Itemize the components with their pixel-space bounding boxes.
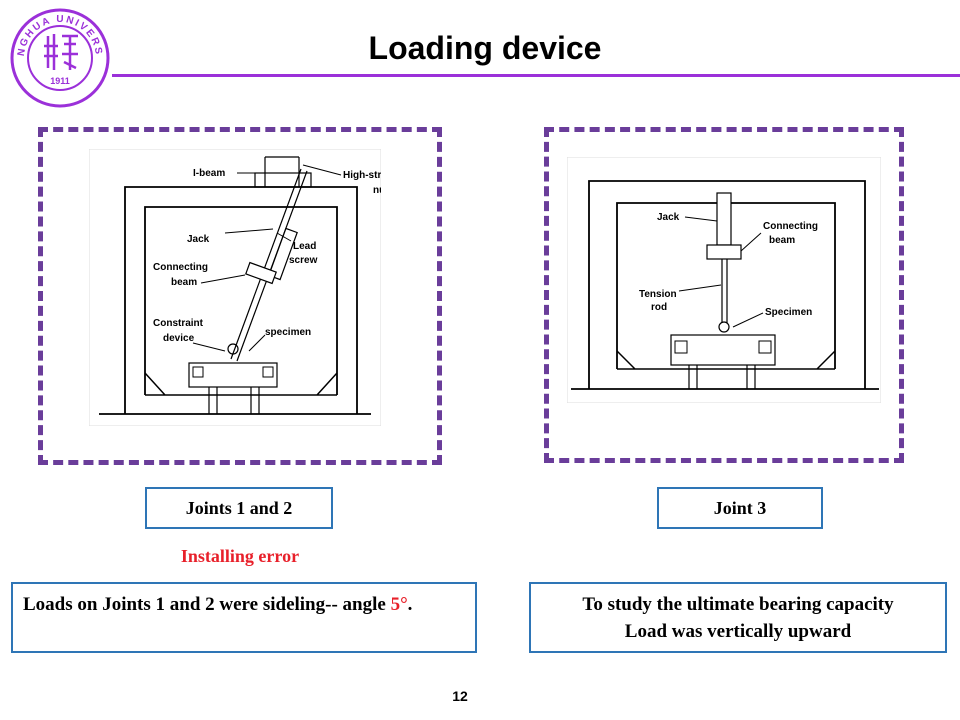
caption-joint-3: Joint 3 — [657, 487, 823, 529]
right-note-box: To study the ultimate bearing capacity L… — [529, 582, 947, 653]
tsinghua-logo: TSINGHUA UNIVERSITY 1911 — [8, 6, 110, 108]
left-note-box: Loads on Joints 1 and 2 were sideling-- … — [11, 582, 477, 653]
title-underline — [112, 74, 960, 77]
svg-text:beam: beam — [171, 277, 197, 288]
svg-text:Constraint: Constraint — [153, 318, 204, 329]
installing-error-label: Installing error — [180, 546, 300, 566]
svg-text:nut: nut — [373, 185, 381, 196]
svg-text:High-strength: High-strength — [343, 170, 381, 181]
loading-device-joint-3-diagram: Jack Connecting beam Tension rod Specime… — [567, 157, 881, 403]
svg-text:Specimen: Specimen — [765, 307, 812, 318]
left-note-period: . — [407, 594, 413, 615]
svg-text:1911: 1911 — [50, 76, 70, 86]
left-figure-frame — [38, 127, 442, 465]
right-note-line-1: To study the ultimate bearing capacity — [582, 594, 894, 615]
svg-text:Connecting: Connecting — [763, 221, 818, 232]
svg-text:Connecting: Connecting — [153, 262, 208, 273]
svg-text:I-beam: I-beam — [193, 168, 225, 179]
caption-joints-1-2: Joints 1 and 2 — [145, 487, 333, 529]
svg-text:specimen: specimen — [265, 327, 311, 338]
svg-text:Lead: Lead — [293, 241, 316, 252]
svg-text:beam: beam — [769, 235, 795, 246]
loading-device-joints-1-2-diagram: I-beam High-strength nut Jack Lead screw… — [89, 149, 381, 426]
svg-text:device: device — [163, 333, 195, 344]
svg-text:Jack: Jack — [657, 212, 680, 223]
right-figure-frame — [544, 127, 904, 463]
left-note-angle: 5° — [390, 594, 408, 615]
left-note-text: Loads on Joints 1 and 2 were sideling-- … — [23, 594, 386, 615]
svg-text:Tension: Tension — [639, 289, 677, 300]
page-title: Loading device — [368, 30, 602, 66]
svg-text:Jack: Jack — [187, 234, 210, 245]
page-number: 12 — [452, 688, 468, 704]
svg-text:rod: rod — [651, 302, 667, 313]
right-note-line-2: Load was vertically upward — [624, 621, 852, 642]
svg-text:TSINGHUA UNIVERSITY: TSINGHUA UNIVERSITY — [8, 6, 104, 57]
svg-text:screw: screw — [289, 255, 318, 266]
